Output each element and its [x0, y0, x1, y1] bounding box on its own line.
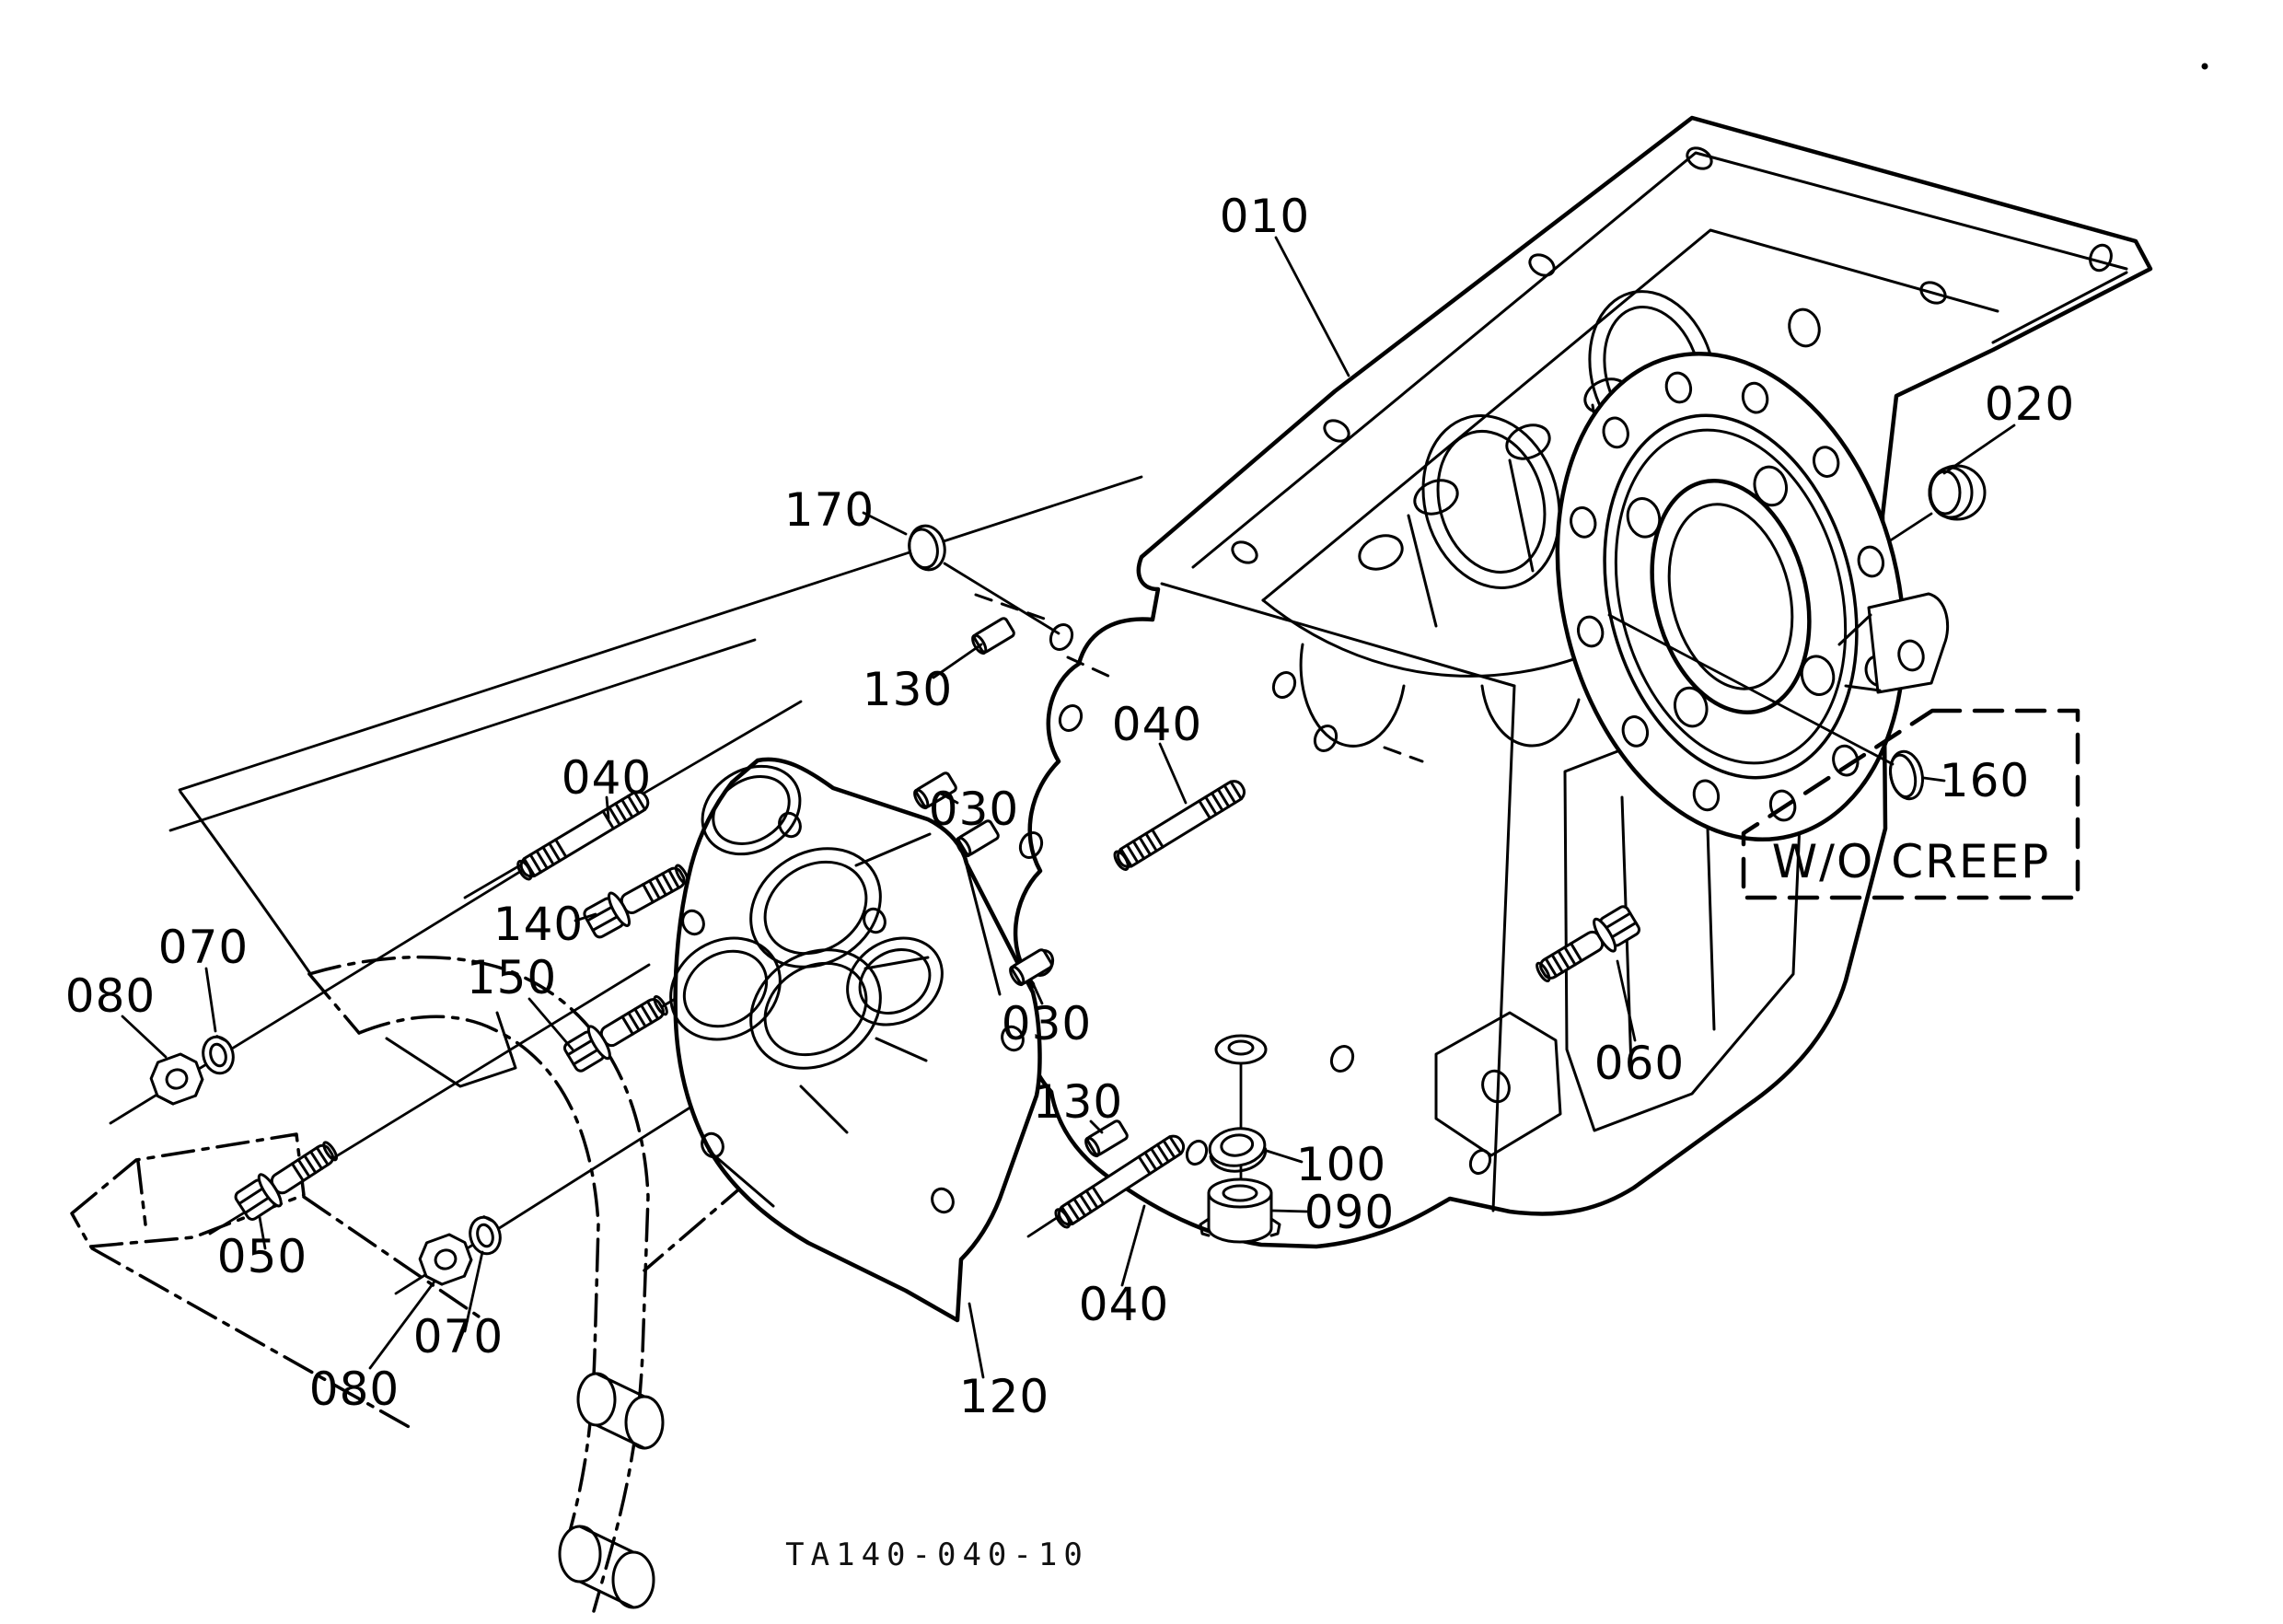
callout-050: 050: [217, 1230, 307, 1283]
disc-160: [1889, 749, 1924, 801]
washer-070-upper: [202, 1035, 235, 1075]
plug-020: [1928, 464, 1987, 521]
stud-040-upper: [516, 790, 650, 881]
callout-090: 090: [1304, 1186, 1395, 1239]
drawing-number: TA140-040-10: [785, 1537, 1089, 1573]
leader-lines: [121, 236, 2016, 1379]
plate-holes-ribs: [681, 811, 1025, 1214]
washer-100: [1208, 1127, 1268, 1173]
bolt-050: [234, 1141, 339, 1221]
case-hidden-edges: [974, 593, 1424, 763]
stray-dot: [2201, 63, 2208, 70]
wo-creep-note-box: W/O CREEP: [1741, 708, 2080, 900]
callout-020: 020: [1985, 377, 2075, 431]
callout-060: 060: [1594, 1037, 1685, 1090]
washer-070-lower: [469, 1215, 502, 1256]
plate-bores: [669, 764, 944, 1070]
callout-130-upper: 130: [863, 663, 953, 716]
callout-080-upper: 080: [65, 969, 156, 1023]
note-label: W/O CREEP: [1772, 835, 2051, 888]
callout-040-lower: 040: [1079, 1278, 1169, 1331]
callout-030-upper: 030: [929, 783, 1019, 836]
callout-100: 100: [1296, 1138, 1386, 1191]
callout-150: 150: [467, 951, 557, 1004]
callout-080-lower: 080: [309, 1363, 400, 1416]
callout-070-lower: 070: [413, 1310, 504, 1363]
nut-080-upper: [149, 1052, 204, 1106]
callout-040-middle: 040: [1112, 698, 1202, 751]
callout-010: 010: [1220, 190, 1310, 243]
clutch-housing-phantom-bracket: [70, 790, 790, 1613]
callout-170: 170: [784, 483, 875, 537]
bolt-150: [562, 994, 668, 1073]
flange-side-lug: [1837, 592, 1950, 694]
callout-070-upper: 070: [158, 921, 249, 974]
case-rear-round-flange: [1555, 352, 1950, 841]
pin-130-upper: [971, 617, 1015, 655]
callout-160: 160: [1940, 754, 2030, 807]
case-top-flange-detail: [1160, 146, 2128, 688]
transmission-case-010: [974, 115, 2153, 1249]
nut-080-lower: [418, 1233, 473, 1286]
bearing-plate-120: [669, 757, 1042, 1323]
stud-040-middle: [1113, 780, 1246, 871]
callout-130-lower: 130: [1033, 1075, 1123, 1129]
callout-labels: 010 020 170 130 040 040 030 140 070 150 …: [65, 190, 2075, 1423]
bolt-140: [583, 864, 690, 939]
callout-140: 140: [493, 898, 584, 951]
callout-030-lower: 030: [1002, 997, 1092, 1050]
pin-030-upper-b: [956, 819, 1000, 858]
callout-120: 120: [959, 1370, 1049, 1423]
stud-040-lower: [1054, 1134, 1186, 1229]
pin-130-lower: [1084, 1119, 1129, 1158]
pin-030-upper-a: [913, 771, 957, 810]
plug-090: [1199, 1177, 1281, 1244]
bolt-060: [1536, 905, 1641, 983]
callout-040-upper: 040: [562, 751, 652, 805]
pin-030-lower: [1009, 948, 1053, 987]
disc-170: [908, 524, 946, 572]
